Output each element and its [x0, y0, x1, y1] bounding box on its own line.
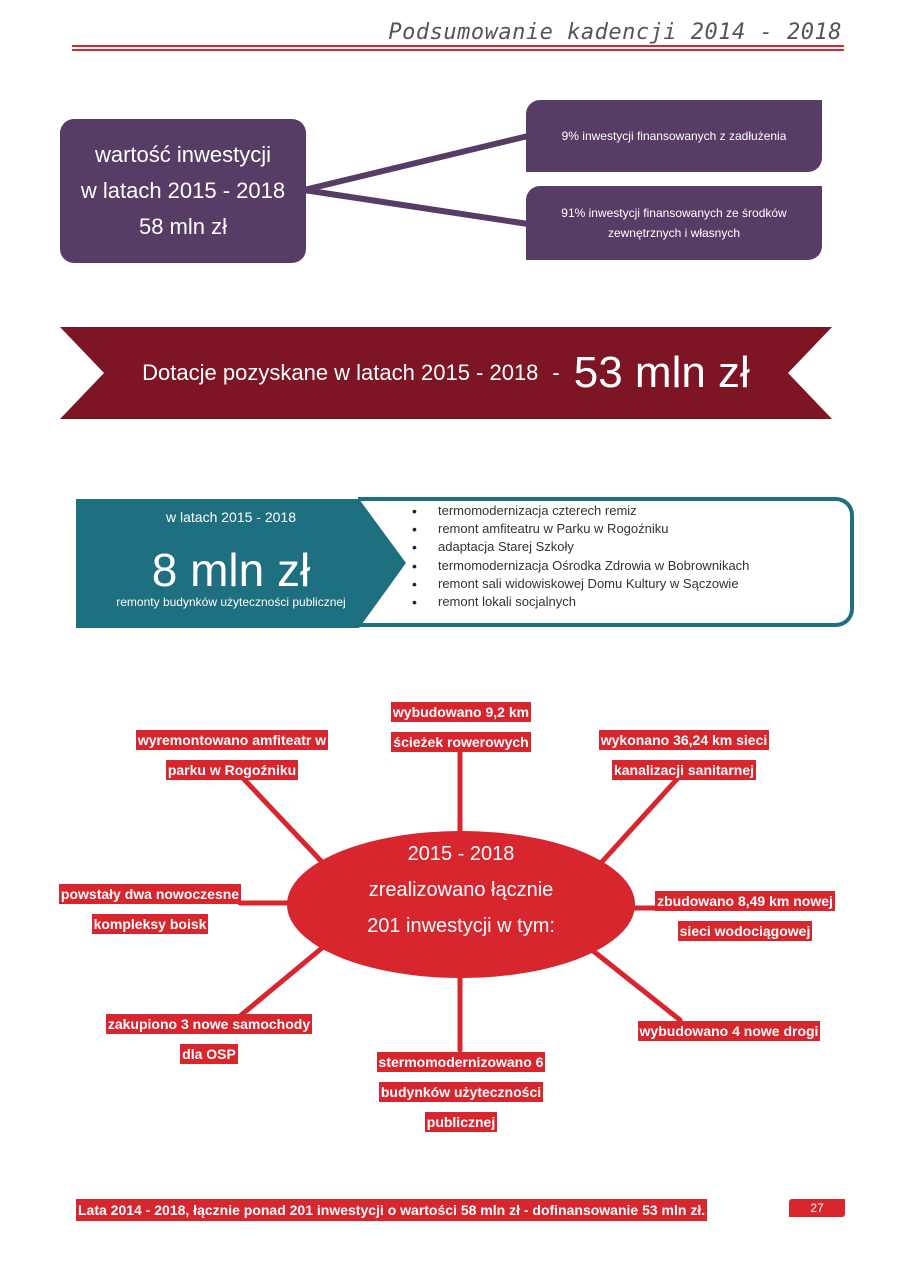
debt-financing-box: 9% inwestycji finansowanych z zadłużenia — [526, 100, 822, 172]
label-fire-trucks: zakupiono 3 nowe samochody dla OSP — [96, 1009, 322, 1069]
label-bike-paths: wybudowano 9,2 km ścieżek rowerowych — [386, 697, 536, 757]
summary-hub: 2015 - 2018 zrealizowano łącznie 201 inw… — [287, 831, 635, 978]
hub-line-1: 2015 - 2018 — [407, 843, 515, 865]
external-financing-text: 91% inwestycji finansowanych ze środków … — [561, 206, 787, 240]
renovations-caption: remonty budynków użyteczności publicznej — [116, 595, 346, 609]
header-rule — [72, 45, 844, 51]
label-new-roads-text: wybudowano 4 nowe drogi — [637, 1021, 821, 1041]
grants-separator: - — [552, 360, 560, 385]
renovations-arrow-panel — [76, 499, 406, 628]
hub-line-2: zrealizowano łącznie — [368, 879, 554, 901]
grants-value: 53 mln zł — [573, 348, 750, 397]
investment-total-box: wartość inwestycji w latach 2015 - 2018 … — [60, 119, 306, 263]
renovations-years: w latach 2015 - 2018 — [166, 509, 296, 525]
grants-ribbon — [60, 327, 832, 419]
label-sports-fields: powstały dwa nowoczesne kompleksy boisk — [52, 879, 248, 939]
investment-line-2: w latach 2015 - 2018 — [80, 178, 286, 203]
list-item: remont amfiteatru w Parku w Rogoźniku — [412, 520, 749, 538]
label-amphitheatre-text: wyremontowano amfiteatr w parku w Rogoźn… — [135, 730, 329, 780]
hub-line-3: 201 inwestycji w tym: — [367, 915, 555, 937]
label-bike-paths-text: wybudowano 9,2 km ścieżek rowerowych — [390, 702, 532, 752]
renovations-value: 8 mln zł — [151, 544, 311, 596]
list-item: remont sali widowiskowej Domu Kultury w … — [412, 575, 749, 593]
label-new-roads: wybudowano 4 nowe drogi — [632, 1016, 826, 1046]
renovations-list: termomodernizacja czterech remiz remont … — [412, 502, 749, 611]
grants-ribbon-text: Dotacje pozyskane w latach 2015 - 2018 -… — [60, 327, 832, 419]
label-thermomodernization-text: stermomodernizowano 6 budynków użyteczno… — [376, 1052, 546, 1132]
label-sewage: wykonano 36,24 km sieci kanalizacji sani… — [598, 725, 770, 785]
label-fire-trucks-text: zakupiono 3 nowe samochody dla OSP — [105, 1014, 313, 1064]
label-sewage-text: wykonano 36,24 km sieci kanalizacji sani… — [598, 730, 770, 780]
label-water-network: zbudowano 8,49 km nowej sieci wodociągow… — [650, 886, 840, 946]
external-financing-box: 91% inwestycji finansowanych ze środków … — [526, 186, 822, 260]
label-amphitheatre: wyremontowano amfiteatr w parku w Rogoźn… — [128, 725, 336, 785]
label-water-network-text: zbudowano 8,49 km nowej sieci wodociągow… — [655, 891, 835, 941]
list-item: adaptacja Starej Szkoły — [412, 538, 749, 556]
investment-line-1: wartość inwestycji — [94, 142, 272, 167]
investment-line-3: 58 mln zł — [138, 214, 228, 239]
list-item: termomodernizacja Ośrodka Zdrowia w Bobr… — [412, 557, 749, 575]
debt-financing-text: 9% inwestycji finansowanych z zadłużenia — [561, 129, 787, 143]
grants-label: Dotacje pozyskane w latach 2015 - 2018 — [142, 360, 539, 385]
footer-summary: Lata 2014 - 2018, łącznie ponad 201 inwe… — [76, 1199, 708, 1221]
list-item: termomodernizacja czterech remiz — [412, 502, 749, 520]
list-item: remont lokali socjalnych — [412, 593, 749, 611]
label-thermomodernization: stermomodernizowano 6 budynków użyteczno… — [370, 1047, 552, 1137]
investment-connectors — [303, 133, 529, 227]
header-title: Podsumowanie kadencji 2014 - 2018 — [388, 20, 842, 45]
page-number: 27 — [789, 1199, 845, 1217]
label-sports-fields-text: powstały dwa nowoczesne kompleksy boisk — [58, 884, 242, 934]
